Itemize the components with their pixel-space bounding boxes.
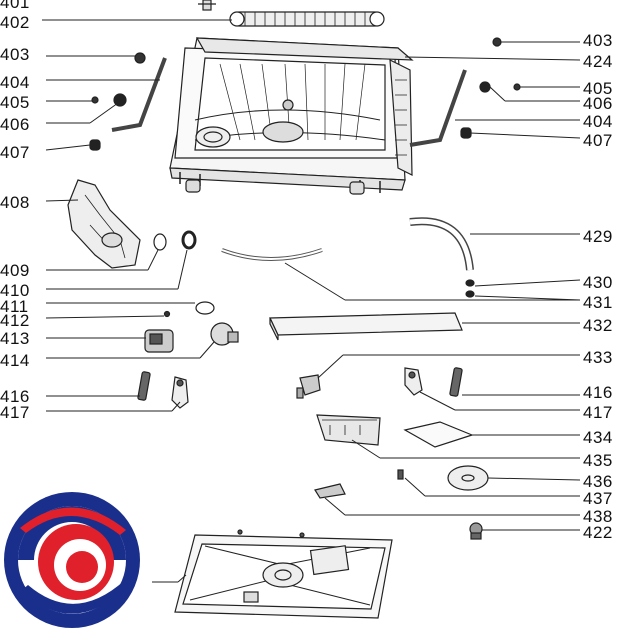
part-435-box xyxy=(316,414,381,446)
part-406-right xyxy=(479,81,491,93)
label-438: 438 xyxy=(583,507,613,526)
label-401: 401 xyxy=(0,0,30,12)
label-405-right: 405 xyxy=(583,79,613,98)
part-434-plate xyxy=(403,421,474,448)
part-417-left xyxy=(171,376,189,409)
part-408-sump xyxy=(67,179,141,269)
part-431-hose xyxy=(221,248,323,261)
part-433-valve xyxy=(296,374,321,399)
label-404-left: 404 xyxy=(0,73,30,92)
part-403-left xyxy=(134,52,146,64)
part-430-clamps xyxy=(465,279,475,298)
part-407-left xyxy=(89,139,101,151)
label-417-right: 417 xyxy=(583,403,613,422)
label-408: 408 xyxy=(0,193,30,212)
part-422-foot xyxy=(469,522,483,540)
label-402: 402 xyxy=(0,13,30,32)
label-416-left: 416 xyxy=(0,387,30,406)
part-402-hose xyxy=(229,11,385,27)
part-404-right-rail xyxy=(409,69,467,147)
label-434: 434 xyxy=(583,428,613,447)
part-403-right xyxy=(492,37,502,47)
part-401-fitting xyxy=(198,0,216,11)
label-403-right: 403 xyxy=(583,31,613,50)
part-416-right xyxy=(449,367,463,397)
label-424: 424 xyxy=(583,52,613,71)
part-437-screw xyxy=(397,469,404,480)
label-411: 411 xyxy=(0,297,29,316)
label-435: 435 xyxy=(583,451,613,470)
label-431: 431 xyxy=(583,293,613,312)
label-414: 414 xyxy=(0,351,30,370)
label-437: 437 xyxy=(583,489,613,508)
label-433: 433 xyxy=(583,348,613,367)
part-429-hose xyxy=(409,217,474,271)
part-432-bar xyxy=(269,312,463,341)
part-413-pump xyxy=(144,329,174,353)
label-406-right: 406 xyxy=(583,94,613,113)
part-417-right xyxy=(404,367,423,396)
label-403-left: 403 xyxy=(0,45,30,64)
label-430: 430 xyxy=(583,273,613,292)
part-416-left xyxy=(137,371,151,401)
label-412: 412 xyxy=(0,311,30,330)
label-407-right: 407 xyxy=(583,131,613,150)
part-405-left xyxy=(91,96,99,104)
part-411-oring xyxy=(195,301,215,315)
part-424-tub xyxy=(169,37,414,195)
label-416-right: 416 xyxy=(583,383,613,402)
label-405-left: 405 xyxy=(0,93,30,112)
label-422: 422 xyxy=(583,523,613,542)
part-414-pump xyxy=(210,322,239,346)
label-432: 432 xyxy=(583,316,613,335)
part-407-right xyxy=(460,127,472,139)
brand-logo xyxy=(4,492,140,628)
part-436-disc xyxy=(447,465,489,491)
part-base-plate xyxy=(174,529,393,619)
part-412-clip xyxy=(163,310,171,318)
label-436: 436 xyxy=(583,472,613,491)
label-417-left: 417 xyxy=(0,403,30,422)
part-409-ring xyxy=(153,233,167,251)
part-406-left xyxy=(113,93,127,107)
label-429: 429 xyxy=(583,227,613,246)
label-409: 409 xyxy=(0,261,30,280)
label-404-right: 404 xyxy=(583,112,613,131)
part-405-right xyxy=(513,83,521,91)
label-413: 413 xyxy=(0,329,30,348)
part-410-ring xyxy=(181,230,197,250)
label-407-left: 407 xyxy=(0,143,30,162)
label-410: 410 xyxy=(0,281,30,300)
leader-lines xyxy=(42,19,581,583)
label-406-left: 406 xyxy=(0,115,30,134)
part-438-bracket xyxy=(314,483,346,499)
